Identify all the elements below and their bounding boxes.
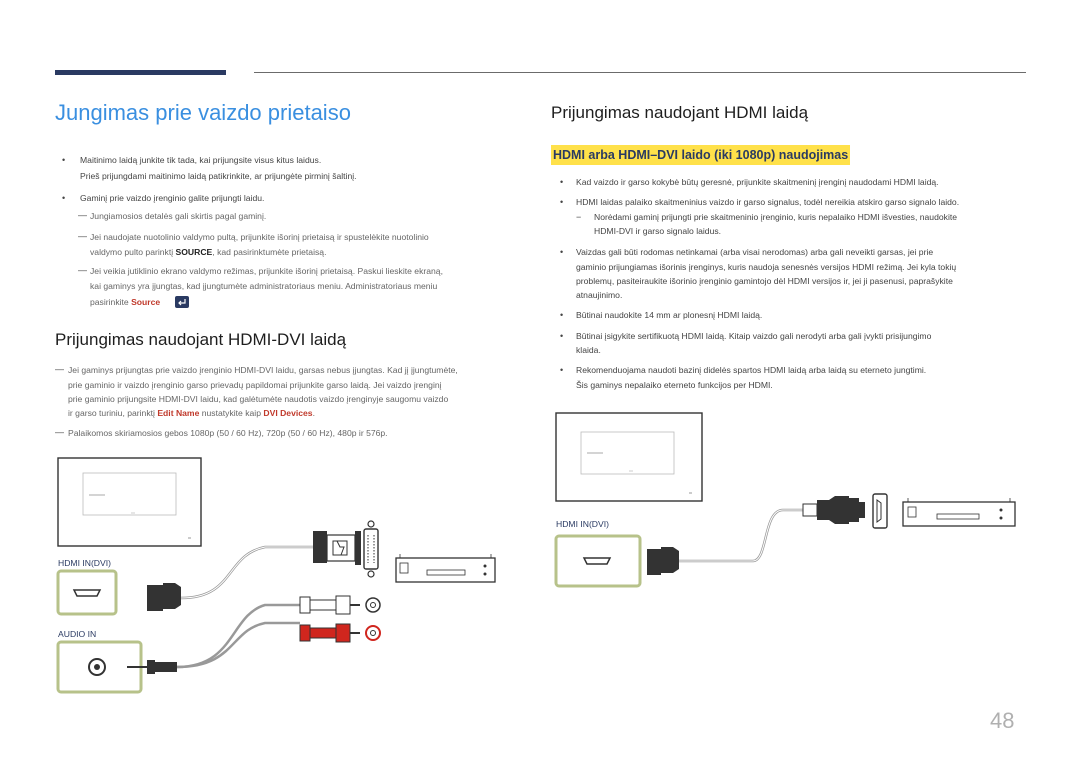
- dvi-note-1c: prie gaminio prijungsite HDMI-DVI laidu,…: [68, 394, 449, 404]
- hdmi-port-icon-vertical: [872, 493, 888, 529]
- hdmi-bullet-2-note-b: HDMI-DVI ir garso signalo laidus.: [594, 226, 722, 236]
- bullet-marker: •: [560, 310, 564, 320]
- hdmi-bullet-4: Būtinai naudokite 14 mm ar plonesnį HDMI…: [576, 310, 763, 320]
- hdmi-connection-diagram: [554, 412, 1016, 588]
- note-marker: ―: [78, 265, 87, 275]
- enter-icon: [175, 296, 189, 308]
- hdmi-port-icon: [582, 557, 612, 565]
- note-2b: valdymo pulto parinktį SOURCE, kad pasir…: [90, 247, 327, 257]
- hdmi-bullet-1: Kad vaizdo ir garso kokybė būtų geresnė,…: [576, 177, 939, 187]
- page-number: 48: [990, 708, 1015, 733]
- note-marker: ―: [55, 364, 64, 374]
- hdmi-bullet-3b: gaminio prijungiamas išorinis įrenginys,…: [576, 262, 957, 272]
- hdmi-port-frame: [56, 569, 118, 616]
- port-label-audio-in: AUDIO IN: [58, 629, 97, 639]
- bullet-marker: •: [560, 247, 564, 257]
- note-3b: kai gaminys yra įjungtas, kad įjungtumėt…: [90, 281, 438, 291]
- hdmi-bullet-5b: klaida.: [576, 345, 601, 355]
- rca-plug-white: [299, 596, 311, 614]
- dvi-note-1a: Jei gaminys prijungtas prie vaizdo įreng…: [68, 365, 458, 375]
- highlight-heading: HDMI arba HDMI–DVI laido (iki 1080p) nau…: [551, 145, 851, 165]
- hdmi-port-icon: [72, 589, 102, 597]
- page-title: Jungimas prie vaizdo prietaiso: [55, 100, 351, 125]
- audio-plug: [147, 660, 155, 674]
- rca-plug-red: [299, 624, 311, 642]
- dvi-note-1b: prie gaminio ir vaizdo įrenginio garso p…: [68, 380, 442, 390]
- intro-bullet-2: Gaminį prie vaizdo įrenginio galite prij…: [80, 193, 265, 203]
- port-label-hdmi-in: HDMI IN(DVI): [556, 519, 609, 529]
- section-title-hdmi: Prijungimas naudojant HDMI laidą: [551, 103, 809, 122]
- bullet-marker: •: [560, 331, 564, 341]
- note-marker: ―: [55, 427, 64, 437]
- hdmi-bullet-3c: problemų, pasiteiraukite išorinio įrengi…: [576, 276, 953, 286]
- dvi-port-icon: [363, 528, 379, 570]
- hdmi-bullet-3a: Vaizdas gali būti rodomas netinkamai (ar…: [576, 247, 934, 257]
- hdmi-bullet-3d: atnaujinimo.: [576, 290, 623, 300]
- hdmi-dvi-connection-diagram: [56, 457, 496, 694]
- note-3a: Jei veikia jutiklinio ekrano valdymo rež…: [90, 266, 443, 276]
- note-marker: ―: [78, 210, 87, 220]
- hdmi-port-frame: [554, 534, 642, 588]
- note-3c: pasirinkite Source: [90, 297, 161, 307]
- port-label-hdmi-in: HDMI IN(DVI): [58, 558, 111, 568]
- hdmi-plug: [147, 585, 163, 611]
- intro-bullet-1a: Maitinimo laidą junkite tik tada, kai pr…: [80, 155, 322, 165]
- intro-bullet-1b: Prieš prijungdami maitinimo laidą patikr…: [80, 171, 357, 181]
- note-marker: −: [576, 212, 582, 222]
- bullet-marker: •: [560, 365, 564, 375]
- hdmi-bullet-2: HDMI laidas palaiko skaitmeninius vaizdo…: [576, 197, 960, 207]
- note-1: Jungiamosios detalės gali skirtis pagal …: [90, 211, 267, 221]
- hdmi-bullet-5a: Būtinai įsigykite sertifikuotą HDMI laid…: [576, 331, 932, 341]
- dvi-note-1d: ir garso turiniu, parinktį Edit Name nus…: [68, 408, 315, 418]
- hdmi-bullet-2-note-a: Norėdami gaminį prijungti prie skaitmeni…: [594, 212, 958, 222]
- bullet-marker: •: [62, 193, 66, 203]
- header-accent-bar: [55, 70, 226, 75]
- note-marker: ―: [78, 231, 87, 241]
- hdmi-bullet-6a: Rekomenduojama naudoti bazinį didelės sp…: [576, 365, 927, 375]
- bullet-marker: •: [560, 177, 564, 187]
- hdmi-plug: [647, 549, 661, 575]
- bullet-marker: •: [560, 197, 564, 207]
- section-title-hdmi-dvi: Prijungimas naudojant HDMI-DVI laidą: [55, 330, 347, 349]
- note-2a: Jei naudojate nuotolinio valdymo pultą, …: [90, 232, 429, 242]
- hdmi-bullet-6b: Šis gaminys nepalaiko eterneto funkcijos…: [576, 380, 773, 390]
- bullet-marker: •: [62, 155, 66, 165]
- dvi-plug: [313, 531, 327, 563]
- dvi-note-2: Palaikomos skiriamosios gebos 1080p (50 …: [68, 428, 388, 438]
- header-rule: [254, 72, 1026, 73]
